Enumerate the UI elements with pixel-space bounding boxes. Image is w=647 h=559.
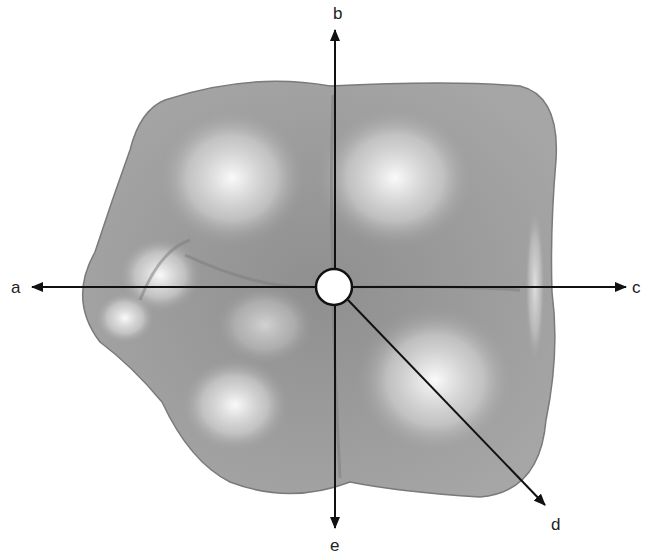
direction-arrow bbox=[334, 30, 336, 269]
direction-label: e bbox=[330, 537, 339, 554]
direction-arrow bbox=[348, 300, 545, 505]
direction-label: c bbox=[632, 279, 641, 296]
cusp-highlight bbox=[215, 285, 315, 365]
cusp-highlight bbox=[315, 106, 475, 250]
ridge-highlight bbox=[525, 205, 545, 365]
cusp-highlight bbox=[95, 292, 155, 344]
cusp-highlight bbox=[157, 108, 307, 248]
cusp-highlight bbox=[180, 357, 290, 453]
direction-arrow bbox=[334, 305, 336, 528]
center-point bbox=[316, 269, 352, 305]
cusp-highlight bbox=[355, 305, 515, 455]
direction-arrow bbox=[353, 286, 626, 288]
direction-label: d bbox=[551, 516, 560, 533]
direction-label: a bbox=[11, 279, 20, 296]
direction-arrow bbox=[32, 286, 315, 288]
tooth-outline bbox=[83, 81, 557, 497]
direction-label: b bbox=[333, 5, 342, 22]
